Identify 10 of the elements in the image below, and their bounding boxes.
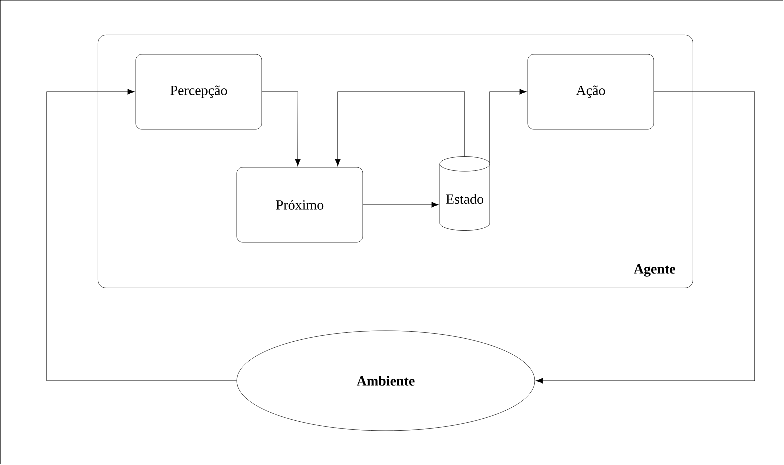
process-box: Próximo: [236, 167, 364, 243]
arrow: [46, 89, 238, 382]
database-cylinder: Estado: [440, 156, 490, 231]
arrow: [262, 92, 301, 166]
arrow: [536, 92, 756, 384]
arrow: [490, 89, 527, 164]
process-box: Percepção: [136, 54, 262, 130]
arrow: [335, 92, 466, 166]
process-box: Ação: [528, 54, 654, 130]
arrow: [362, 202, 439, 208]
